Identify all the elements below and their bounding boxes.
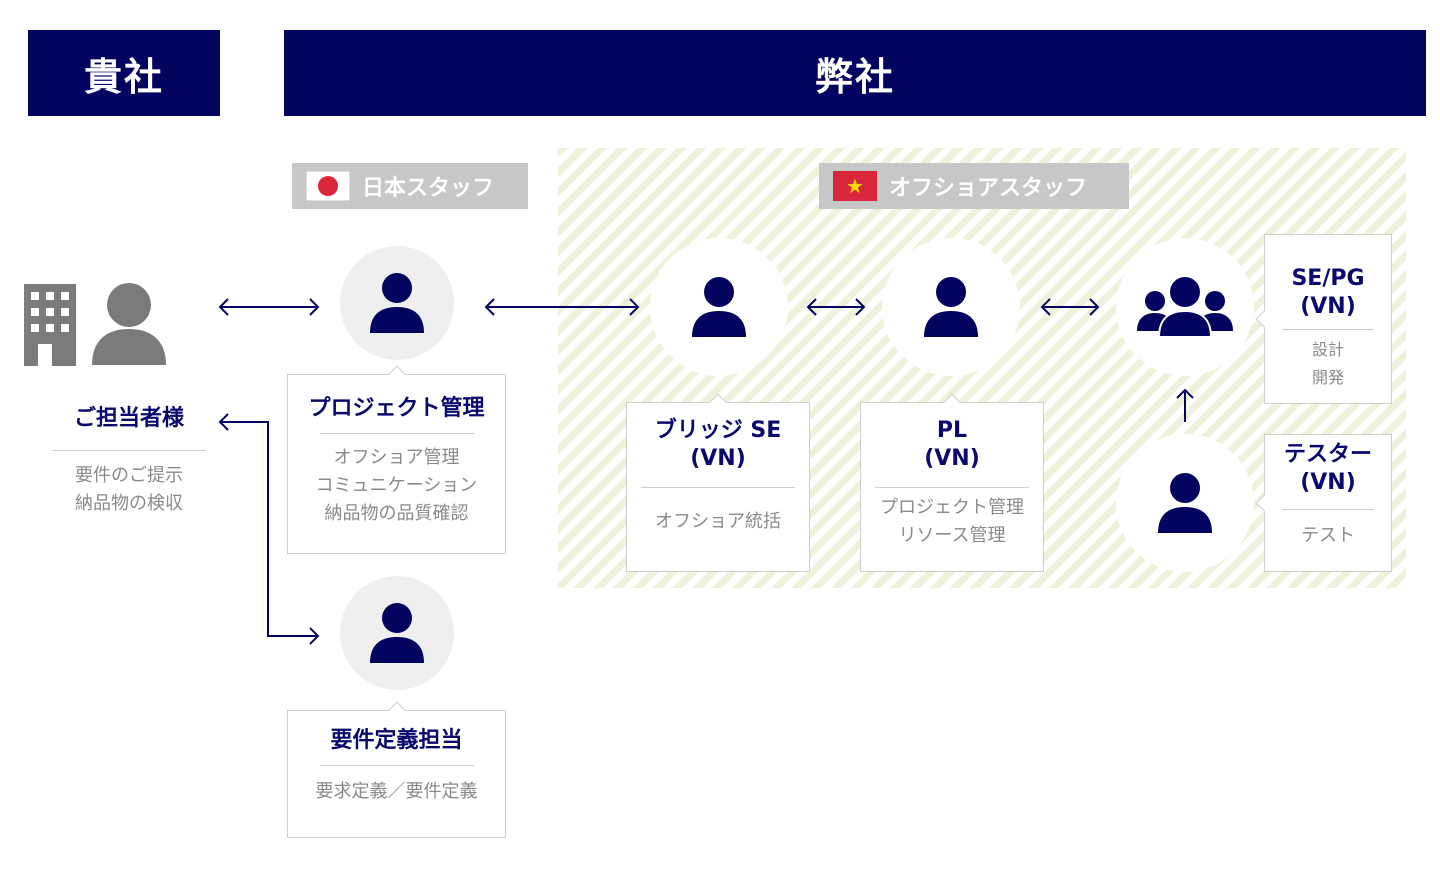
sepg-group-circle [1116, 238, 1254, 376]
bridge-role-box: ブリッジ SE (VN) オフショア統括 [626, 393, 810, 572]
company-header: 弊社 [284, 30, 1426, 116]
pm-desc-3: 納品物の品質確認 [324, 503, 469, 524]
tester-role-box: テスター (VN) テスト [1255, 434, 1392, 572]
req-desc-1: 要求定義／要件定義 [315, 781, 478, 802]
req-person-circle [340, 576, 454, 690]
person-icon [1158, 473, 1212, 533]
pm-role-box: プロジェクト管理 オフショア管理 コミュニケーション 納品物の品質確認 [287, 365, 506, 554]
tester-person-circle [1116, 434, 1254, 572]
pm-desc-1: オフショア管理 [333, 447, 460, 468]
pm-desc-2: コミュニケーション [315, 475, 478, 496]
group-icon [1137, 277, 1233, 337]
double-arrow-icon [484, 298, 640, 316]
offshore-staff-text: オフショアスタッフ [889, 176, 1088, 201]
sepg-desc-2: 開発 [1311, 368, 1344, 387]
pl-divider [875, 487, 1029, 488]
box-notch [388, 365, 405, 383]
person-icon [370, 603, 424, 663]
offshore-staff-label: ★ オフショアスタッフ [819, 163, 1129, 209]
pl-person-circle [882, 238, 1020, 376]
double-arrow-icon [806, 298, 866, 316]
double-arrow-icon [218, 298, 320, 316]
client-name: ご担当者様 [73, 406, 184, 431]
bridge-title-1: ブリッジ SE [654, 418, 782, 443]
arrow-up-icon [1176, 388, 1194, 422]
box-notch [388, 701, 405, 719]
req-role-box: 要件定義担当 要求定義／要件定義 [287, 701, 506, 838]
japan-staff-label: 日本スタッフ [292, 163, 528, 209]
elbow-arrow-icon [218, 413, 320, 645]
pl-desc-2: リソース管理 [898, 525, 1006, 546]
req-title: 要件定義担当 [330, 728, 463, 753]
vietnam-flag-icon: ★ [833, 171, 877, 201]
pl-title-1: PL [936, 418, 968, 443]
pm-title: プロジェクト管理 [308, 396, 485, 421]
client-header: 貴社 [28, 30, 220, 116]
pl-desc-1: プロジェクト管理 [880, 497, 1024, 518]
pm-divider [319, 433, 474, 434]
client-desc: 要件のご提示 納品物の検収 [52, 462, 206, 518]
sepg-title-2: (VN) [1300, 294, 1356, 319]
person-icon [692, 277, 746, 337]
tester-title-2: (VN) [1300, 470, 1356, 495]
tester-divider [1282, 509, 1374, 510]
person-icon [924, 277, 978, 337]
bridge-person-circle [650, 238, 788, 376]
sepg-title-1: SE/PG [1291, 266, 1365, 291]
client-desc-line: 納品物の検収 [75, 493, 183, 514]
japan-flag-icon [306, 171, 350, 201]
bridge-divider [641, 487, 795, 488]
japan-staff-text: 日本スタッフ [362, 176, 495, 201]
pm-person-circle [340, 246, 454, 360]
sepg-desc-1: 設計 [1311, 340, 1344, 359]
client-person-icon [92, 283, 166, 365]
client-divider [52, 450, 206, 451]
bridge-title-2: (VN) [690, 446, 746, 471]
sepg-divider [1282, 329, 1374, 330]
building-icon [24, 284, 76, 366]
pl-title-2: (VN) [924, 446, 980, 471]
person-icon [370, 273, 424, 333]
tester-desc-1: テスト [1301, 525, 1355, 546]
tester-title-1: テスター [1283, 442, 1372, 467]
sepg-role-box: SE/PG (VN) 設計 開発 [1255, 234, 1392, 404]
pl-role-box: PL (VN) プロジェクト管理 リソース管理 [860, 393, 1044, 572]
double-arrow-icon [1040, 298, 1100, 316]
bridge-desc-1: オフショア統括 [655, 511, 781, 532]
client-desc-line: 要件のご提示 [75, 465, 183, 486]
req-divider [319, 765, 474, 766]
